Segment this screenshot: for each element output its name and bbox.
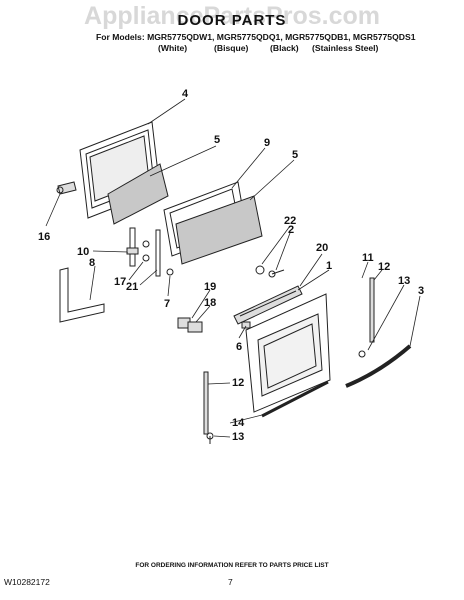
part-hinge <box>126 227 150 267</box>
part-door-handle <box>345 344 412 388</box>
callout-16: 16 <box>38 231 50 243</box>
callout-10: 10 <box>77 246 89 258</box>
watermark-text: AppliancePartsPros.com <box>84 2 380 30</box>
finish-white: (White) <box>158 43 188 53</box>
callout-21: 21 <box>126 281 138 293</box>
callout-6: 6 <box>236 341 242 353</box>
part-hinge-bracket <box>155 229 174 277</box>
part-clip-bracket <box>187 321 203 333</box>
callout-14: 14 <box>232 417 245 429</box>
callout-19: 19 <box>204 281 216 293</box>
part-glass-panel-upper <box>107 163 169 225</box>
callout-18: 18 <box>204 297 216 309</box>
callout-13-lower: 13 <box>232 431 244 443</box>
part-side-trim-lower <box>203 371 209 435</box>
page-title: DOOR PARTS <box>177 12 287 29</box>
page-number: 7 <box>228 577 233 587</box>
callout-12-upper: 12 <box>378 261 390 273</box>
part-bumper <box>255 265 265 275</box>
callout-1: 1 <box>326 260 332 272</box>
callout-11: 11 <box>362 252 374 264</box>
document-id: W10282172 <box>4 577 50 587</box>
ordering-note: FOR ORDERING INFORMATION REFER TO PARTS … <box>135 562 329 569</box>
models-line: For Models: MGR5775QDW1, MGR5775QDQ1, MG… <box>96 32 416 42</box>
callout-13-upper: 13 <box>398 275 410 287</box>
part-handle-screw-upper <box>358 350 366 358</box>
leader-lines <box>45 98 421 438</box>
part-bottom-trim <box>261 380 329 418</box>
callout-5-upper: 5 <box>214 134 220 146</box>
callout-2: 2 <box>288 224 294 236</box>
finish-stainless: (Stainless Steel) <box>312 43 379 53</box>
callout-8: 8 <box>89 257 95 269</box>
part-screw <box>268 269 285 278</box>
part-glass-panel-lower <box>175 195 263 265</box>
callout-5-lower: 5 <box>292 149 298 161</box>
finish-bisque: (Bisque) <box>214 43 249 53</box>
callout-22: 22 <box>284 215 296 227</box>
part-hinge-pin <box>56 181 77 195</box>
part-screw-lower <box>206 432 214 444</box>
part-hinge-receptacle <box>59 267 105 323</box>
part-spacer <box>241 321 251 329</box>
callout-7: 7 <box>164 298 170 310</box>
callout-4: 4 <box>182 88 189 100</box>
callout-20: 20 <box>316 242 328 254</box>
part-side-trim <box>369 277 375 343</box>
callout-3: 3 <box>418 285 424 297</box>
callout-9: 9 <box>264 137 270 149</box>
finish-black: (Black) <box>270 43 299 53</box>
callout-12-lower: 12 <box>232 377 244 389</box>
part-top-trim <box>233 285 303 325</box>
part-door-panel <box>245 293 331 413</box>
callout-17: 17 <box>114 276 126 288</box>
